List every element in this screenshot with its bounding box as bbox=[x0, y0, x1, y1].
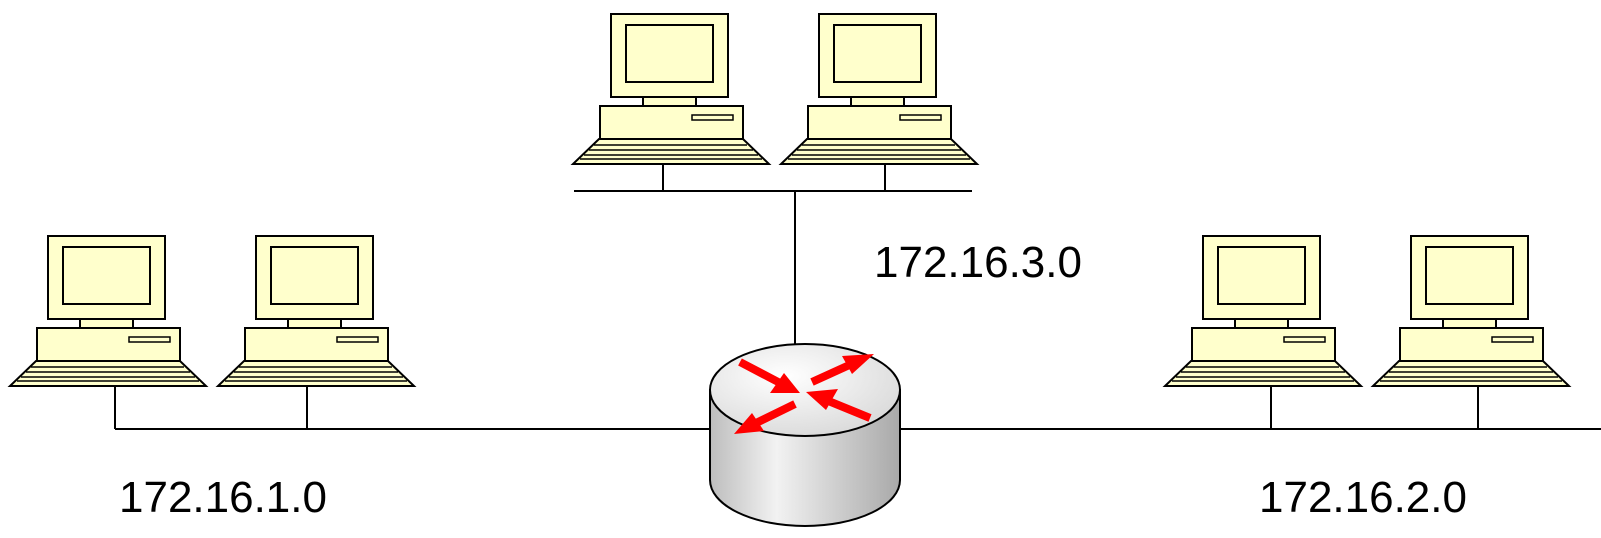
router-icon bbox=[709, 343, 901, 527]
network-label-left: 172.16.1.0 bbox=[119, 473, 327, 522]
computer-top-2-icon bbox=[780, 13, 978, 165]
computer-left-2-icon bbox=[217, 235, 415, 387]
computer-left-1-icon bbox=[9, 235, 207, 387]
computer-right-2-icon bbox=[1372, 235, 1570, 387]
computer-right-1-icon bbox=[1164, 235, 1362, 387]
network-label-top: 172.16.3.0 bbox=[874, 238, 1082, 287]
computer-top-1-icon bbox=[572, 13, 770, 165]
segment-left bbox=[114, 387, 712, 430]
network-label-right: 172.16.2.0 bbox=[1259, 473, 1467, 522]
segment-right bbox=[898, 387, 1601, 430]
